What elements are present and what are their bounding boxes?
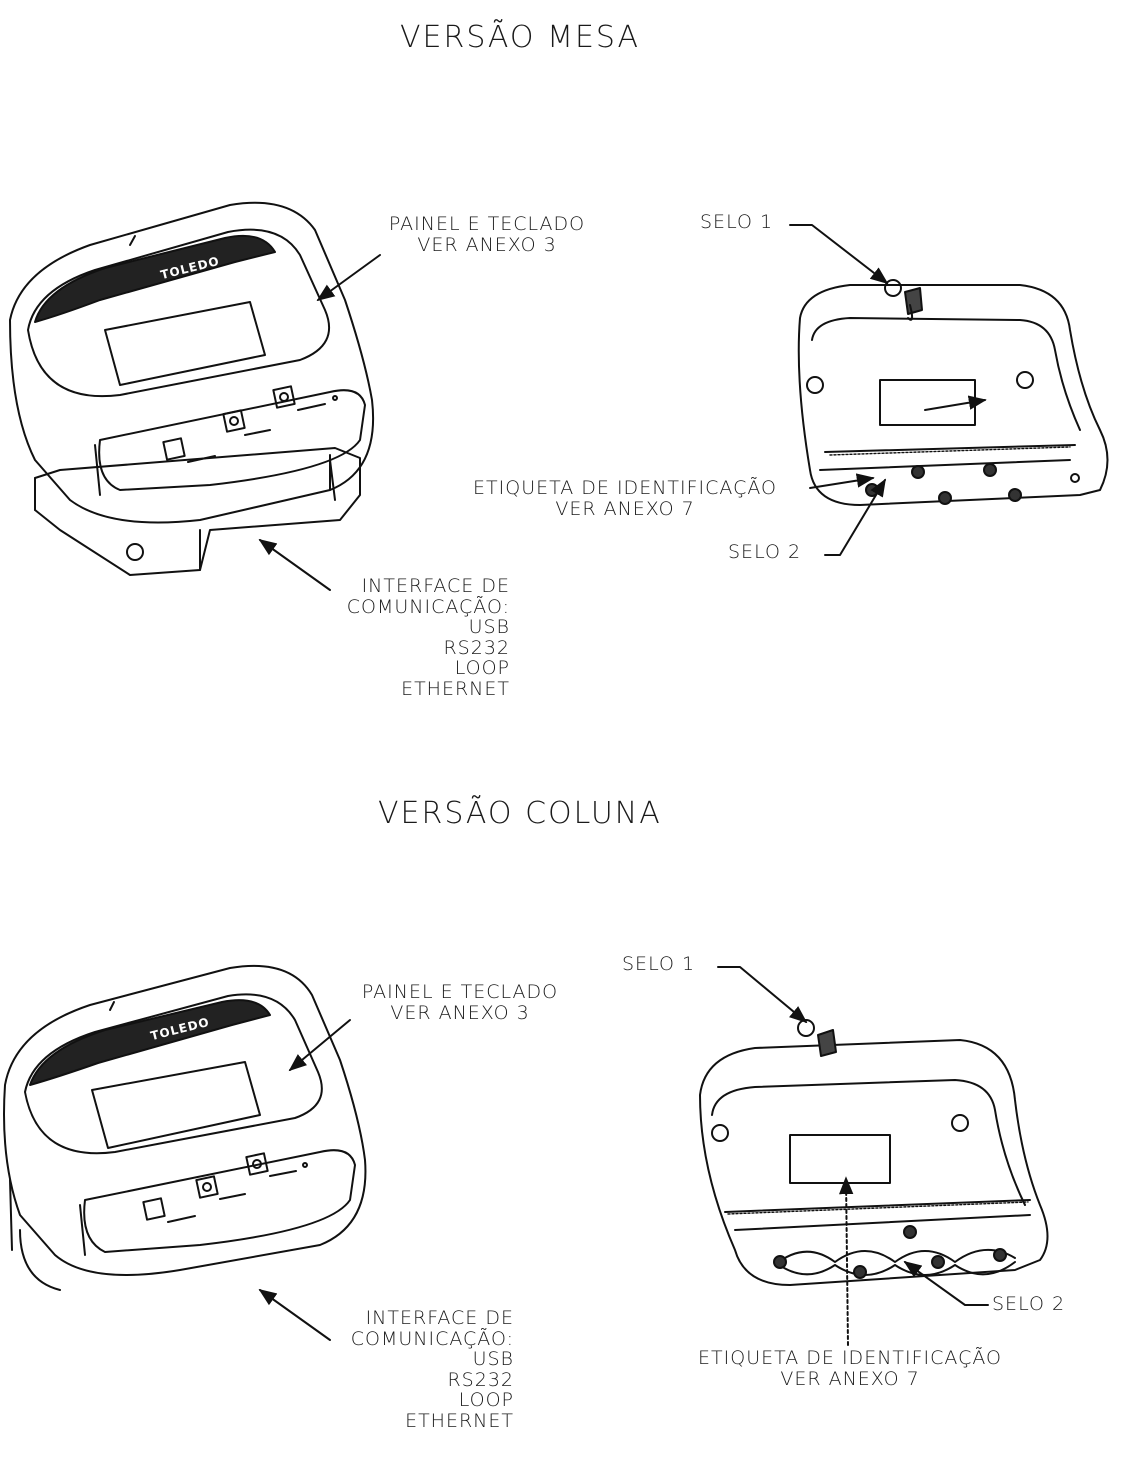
mesa-seal2-label: SELO 2 [728,541,802,563]
coluna-rear-view [699,1019,1049,1286]
mesa-seal1-label: SELO 1 [700,211,774,233]
mesa-panel-label-line2: VER ANEXO 3 [417,233,557,256]
mesa-interface-item: RS232 [443,636,510,659]
coluna-panel-label: PAINEL E TECLADO VER ANEXO 3 [342,982,578,1023]
coluna-leader-lines [258,966,989,1346]
coluna-id-label-line2: VER ANEXO 7 [780,1367,920,1390]
coluna-panel-label-line2: VER ANEXO 3 [390,1001,530,1024]
mesa-rear-view [797,279,1109,506]
coluna-interface-item: ETHERNET [405,1409,514,1432]
mesa-id-label-line2: VER ANEXO 7 [555,497,695,520]
mesa-interface-item: USB [468,616,510,639]
mesa-leader-lines [258,224,987,591]
coluna-panel-label-line1: PAINEL E TECLADO [361,981,559,1003]
coluna-interface-item: LOOP [458,1389,514,1412]
coluna-interface-item: USB [472,1348,514,1371]
mesa-panel-label-line1: PAINEL E TECLADO [388,213,586,235]
mesa-interface-line2: COMUNICAÇÃO: [346,595,510,618]
coluna-interface-label: INTERFACE DE COMUNICAÇÃO: USB RS232 LOOP… [322,1308,514,1431]
mesa-interface-item: LOOP [454,657,510,680]
coluna-id-label-line1: ETIQUETA DE IDENTIFICAÇÃO [698,1347,1002,1369]
coluna-seal2-label: SELO 2 [992,1293,1066,1315]
mesa-interface-item: ETHERNET [401,677,510,700]
coluna-id-label: ETIQUETA DE IDENTIFICAÇÃO VER ANEXO 7 [670,1348,1030,1389]
coluna-interface-line2: COMUNICAÇÃO: [350,1327,514,1350]
mesa-id-label-line1: ETIQUETA DE IDENTIFICAÇÃO [473,477,777,499]
mesa-id-label: ETIQUETA DE IDENTIFICAÇÃO VER ANEXO 7 [440,478,810,519]
mesa-interface-label: INTERFACE DE COMUNICAÇÃO: USB RS232 LOOP… [320,576,510,699]
coluna-interface-line1: INTERFACE DE [365,1307,514,1329]
coluna-seal1-label: SELO 1 [622,953,696,975]
mesa-panel-label: PAINEL E TECLADO VER ANEXO 3 [372,214,602,255]
coluna-front-terminal [3,964,367,1291]
mesa-title: VERSÃO MESA [400,20,641,55]
coluna-title: VERSÃO COLUNA [378,796,662,831]
mesa-interface-line1: INTERFACE DE [361,575,510,597]
coluna-interface-item: RS232 [447,1368,514,1391]
mesa-front-terminal [9,201,374,576]
